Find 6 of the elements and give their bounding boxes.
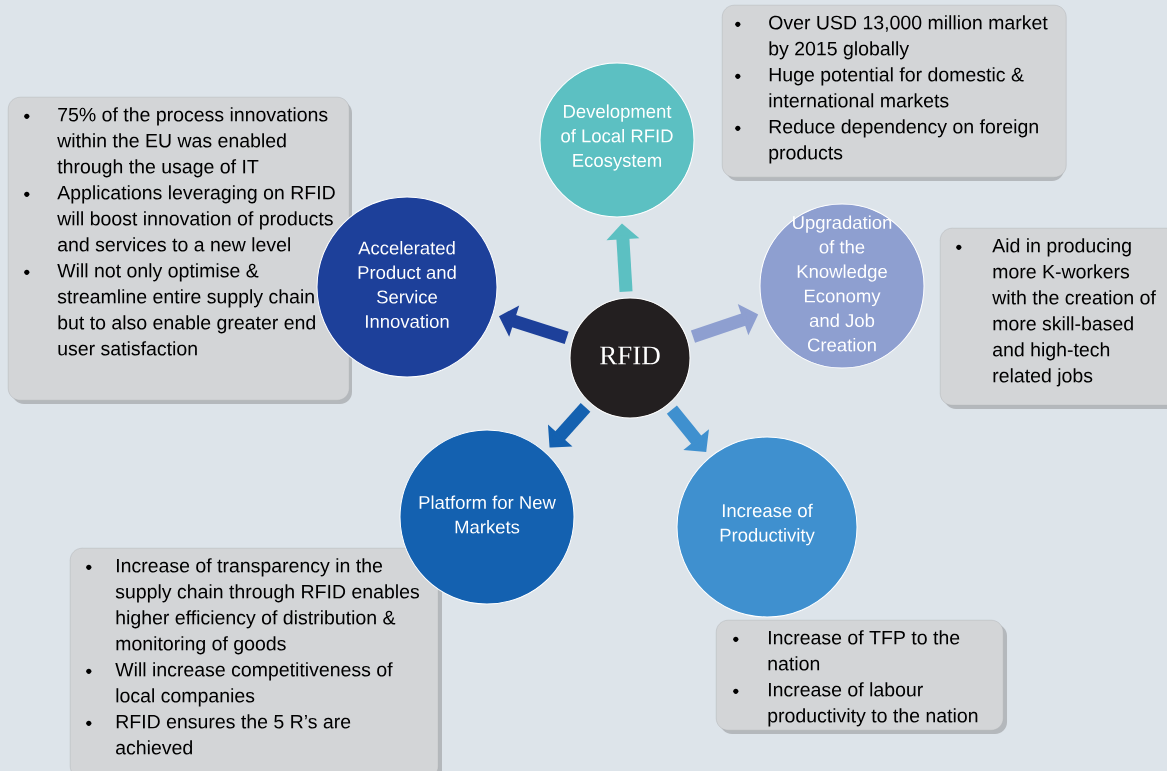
text-box: 75% of the process innovations within the EU was enabled through the usage of IT Applications leveraging on RFID will boost innovation of products and services to a new level Will not only optimise & streamline entire supply chain but to also enable greater end user satisfaction (8, 97, 352, 404)
text-box: Increase of TFP to the nation Increase of labour productivity to the nation (716, 620, 1007, 734)
text-box: Increase of transparency in the supply chain through RFID enables higher efficiency of distribution & monitoring of goods Will increase competitiveness of local companies RFID ensures the 5 R’s are achieved (70, 548, 442, 771)
block-arrow (666, 405, 709, 452)
text-box: Over USD 13,000 million market by 2015 globally Huge potential for domestic & international markets Reduce dependency on foreign products (722, 5, 1067, 181)
text-box: Aid in producing more K-workers with the creation of more skill-based and high-tech related jobs (940, 228, 1167, 409)
